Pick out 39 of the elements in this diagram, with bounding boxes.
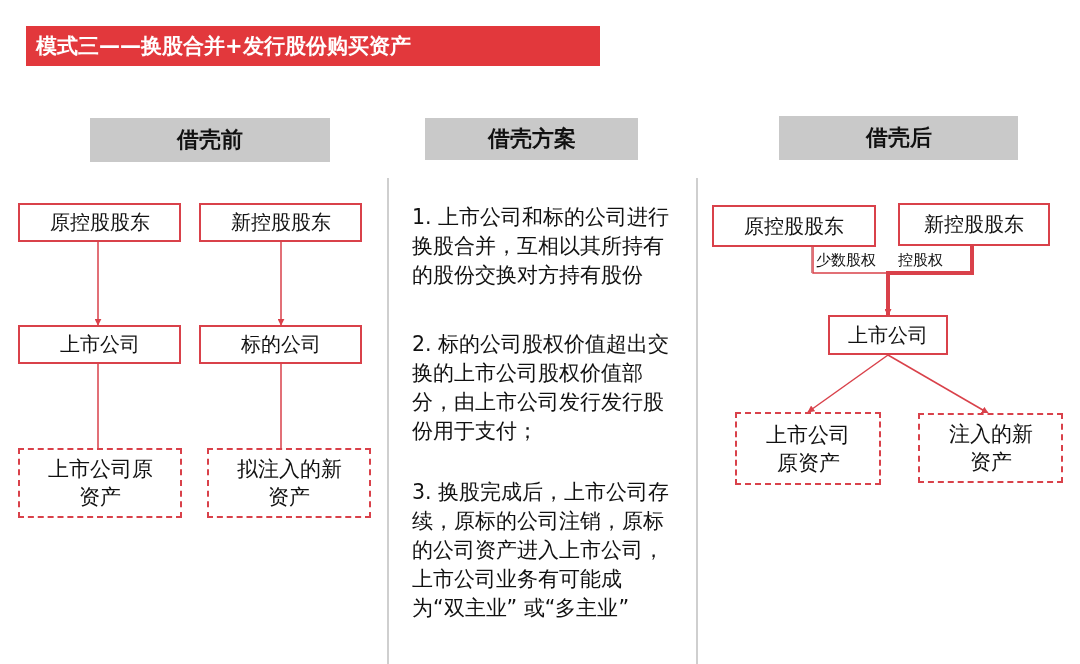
node-text: 借壳前 (177, 126, 243, 154)
header-band (779, 116, 1018, 160)
node-text: 上市公司原资产 (765, 421, 851, 477)
entity-box (18, 325, 181, 364)
paragraph: 1. 上市公司和标的公司进行换股合并，互相以其所持有的股份交换对方持有股份 (412, 204, 671, 289)
node-text: 上市公司原资产 (46, 456, 154, 511)
asset-box (18, 448, 182, 518)
node-text: 拟注入的新资产 (235, 456, 343, 511)
edge-label: 控股权 (898, 250, 943, 270)
paragraph: 3. 换股完成后，上市公司存续，原标的公司注销，原标的公司资产进入上市公司，上市公司业务有可能成为“双主业” 或“多主业” (412, 479, 671, 622)
node-text: 新控股股东 (924, 211, 1024, 238)
entity-box (712, 205, 876, 247)
header-band (425, 118, 638, 160)
arrow (887, 354, 989, 414)
asset-box (207, 448, 371, 518)
node-text: 上市公司 (59, 331, 140, 358)
entity-box (828, 315, 948, 355)
entity-box (199, 203, 362, 242)
arrow (807, 354, 889, 413)
header-band (90, 118, 330, 162)
node-text: 借壳方案 (487, 125, 576, 153)
title-banner: 模式三——换股合并+发行股份购买资产 (26, 26, 600, 66)
entity-box (18, 203, 181, 242)
arrow (277, 241, 285, 326)
node-text: 原控股股东 (744, 212, 844, 240)
arrow (884, 246, 974, 316)
node-text: 标的公司 (240, 331, 321, 358)
asset-box (918, 413, 1063, 483)
node-text: 新控股股东 (230, 209, 331, 236)
paragraph: 2. 标的公司股权价值超出交换的上市公司股权价值部分，由上市公司发行发行股份用于支付； (412, 331, 671, 445)
node-text: 注入的新资产 (947, 421, 1034, 476)
edge-label: 少数股权 (816, 250, 876, 270)
entity-box (898, 203, 1050, 246)
node-text: 原控股股东 (49, 209, 150, 236)
node-text: 借壳后 (865, 124, 932, 152)
entity-box (199, 325, 362, 364)
asset-box (735, 412, 881, 485)
arrow (94, 241, 102, 326)
node-text: 上市公司 (848, 321, 928, 349)
